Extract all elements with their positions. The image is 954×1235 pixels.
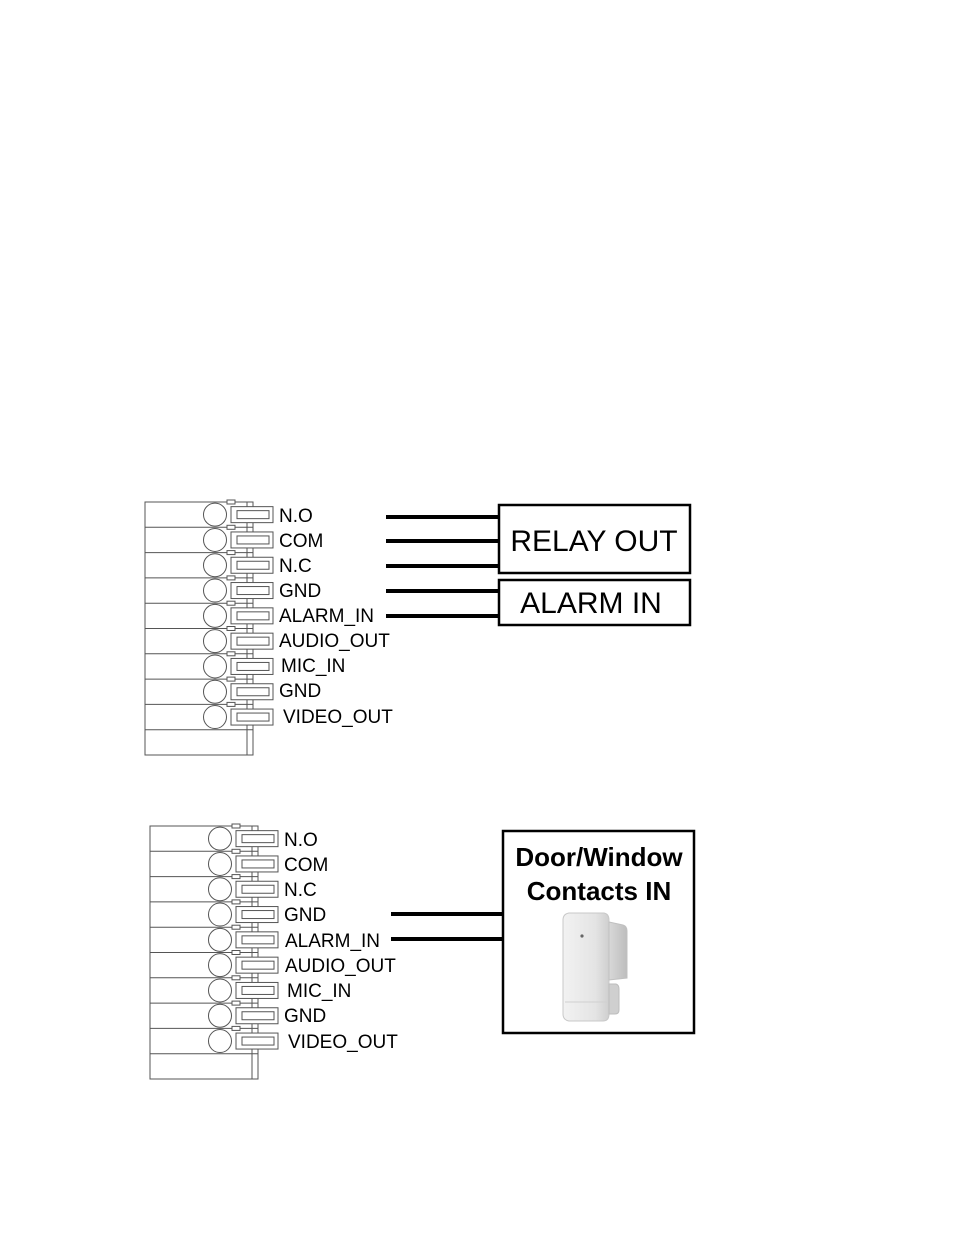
screw-terminal [203, 629, 227, 654]
relay-out-label: RELAY OUT [510, 525, 677, 558]
terminal-label: GND [284, 905, 326, 926]
terminal-label: AUDIO_OUT [279, 631, 390, 652]
screw-terminal [203, 679, 227, 704]
screw-terminal [208, 877, 232, 902]
contacts-label-line1: Door/Window [515, 842, 683, 872]
screw-terminal [208, 927, 232, 952]
screw-terminal [203, 654, 227, 679]
terminal-labels-2: N.O COM N.C GND ALARM_IN AUDIO_OUT MIC_I… [284, 830, 398, 1053]
terminal-block-1 [144, 499, 274, 756]
terminal-label: GND [279, 581, 321, 602]
terminal-label: ALARM_IN [285, 931, 380, 952]
terminal-label: COM [284, 855, 328, 876]
screw-terminal [208, 826, 232, 851]
relay-out-box [497, 503, 692, 575]
alarm-in-label: ALARM IN [520, 587, 662, 620]
terminal-block-2 [149, 823, 279, 1080]
wires-2 [391, 912, 503, 941]
screw-terminal [208, 978, 232, 1003]
terminal-labels-1: N.O COM N.C GND ALARM_IN AUDIO_OUT MIC_I… [279, 506, 393, 728]
screw-terminal [208, 953, 232, 978]
terminal-label: COM [279, 531, 323, 552]
alarm-in-box [497, 578, 692, 627]
terminal-label: N.O [279, 506, 313, 527]
terminal-label: MIC_IN [281, 656, 345, 677]
screw-terminal [203, 553, 227, 578]
screw-terminal [203, 527, 227, 552]
screw-terminal [203, 705, 227, 730]
screw-terminal [203, 603, 227, 628]
screw-terminal [208, 1029, 232, 1054]
terminal-label: MIC_IN [287, 981, 351, 1002]
terminal-label: AUDIO_OUT [285, 956, 396, 977]
terminal-label: GND [284, 1006, 326, 1027]
terminal-label: N.O [284, 830, 318, 851]
terminal-label: GND [279, 681, 321, 702]
screw-terminal [208, 851, 232, 876]
screw-terminal [208, 1003, 232, 1028]
terminal-label: VIDEO_OUT [288, 1032, 398, 1053]
screw-terminal [203, 578, 227, 603]
terminal-label: VIDEO_OUT [283, 707, 393, 728]
screw-terminal [208, 902, 232, 927]
screw-terminal [203, 502, 227, 527]
contacts-label-line2: Contacts IN [527, 876, 671, 906]
terminal-label: N.C [279, 556, 312, 577]
door-window-sensor-icon [562, 912, 628, 1022]
terminal-label: ALARM_IN [279, 606, 374, 627]
wires-1 [386, 515, 500, 618]
terminal-label: N.C [284, 880, 317, 901]
